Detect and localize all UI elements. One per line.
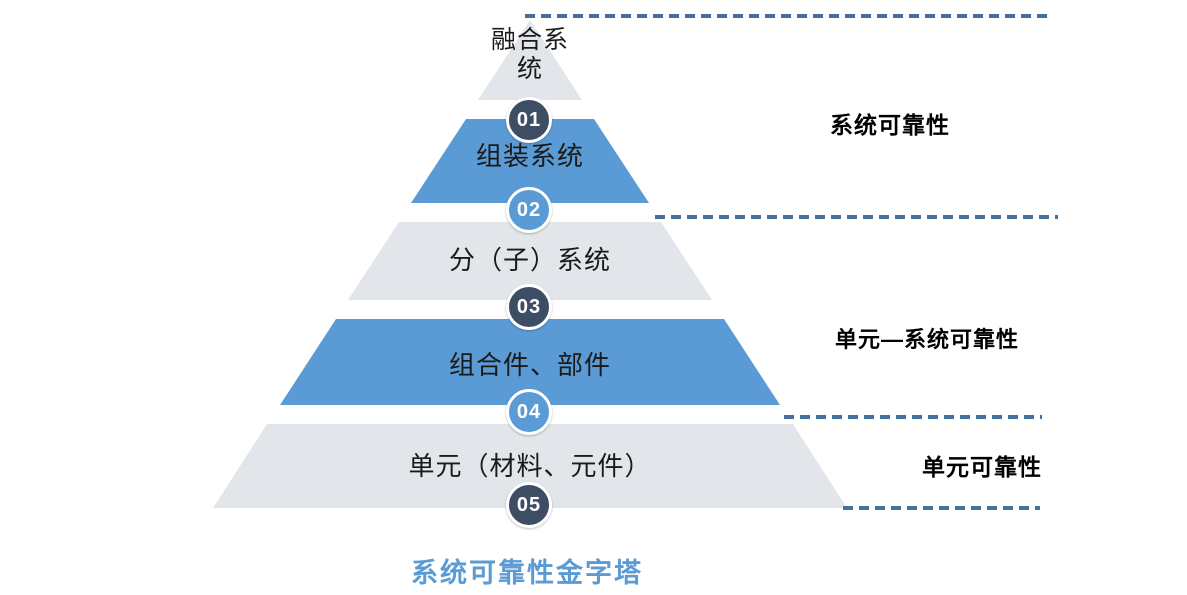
pyramid-level-4-shape: [280, 319, 780, 405]
diagram-caption: 系统可靠性金字塔: [411, 558, 643, 588]
level-4-label: 组合件、部件: [448, 350, 612, 380]
pyramid-level-3-shape: [348, 222, 712, 300]
pyramid-level-5-shape: [213, 424, 847, 508]
pyramid-level-2-shape: [411, 119, 649, 203]
badge-01: 01: [506, 97, 552, 143]
level-1-label: 融合系统: [490, 26, 569, 83]
annotation-unit-reliability: 单元可靠性: [922, 454, 1042, 480]
badge-04: 04: [506, 389, 552, 435]
pyramid-level-1-shape: [478, 20, 582, 100]
level-5-label: 单元（材料、元件）: [408, 451, 652, 481]
badge-02: 02: [506, 187, 552, 233]
annotation-system-reliability: 系统可靠性: [830, 112, 950, 138]
badge-03: 03: [506, 284, 552, 330]
level-3-label: 分（子）系统: [448, 245, 612, 275]
badge-05: 05: [506, 482, 552, 528]
annotation-unit-system-reliability: 单元—系统可靠性: [835, 327, 1020, 352]
level-2-label: 组装系统: [475, 141, 585, 171]
